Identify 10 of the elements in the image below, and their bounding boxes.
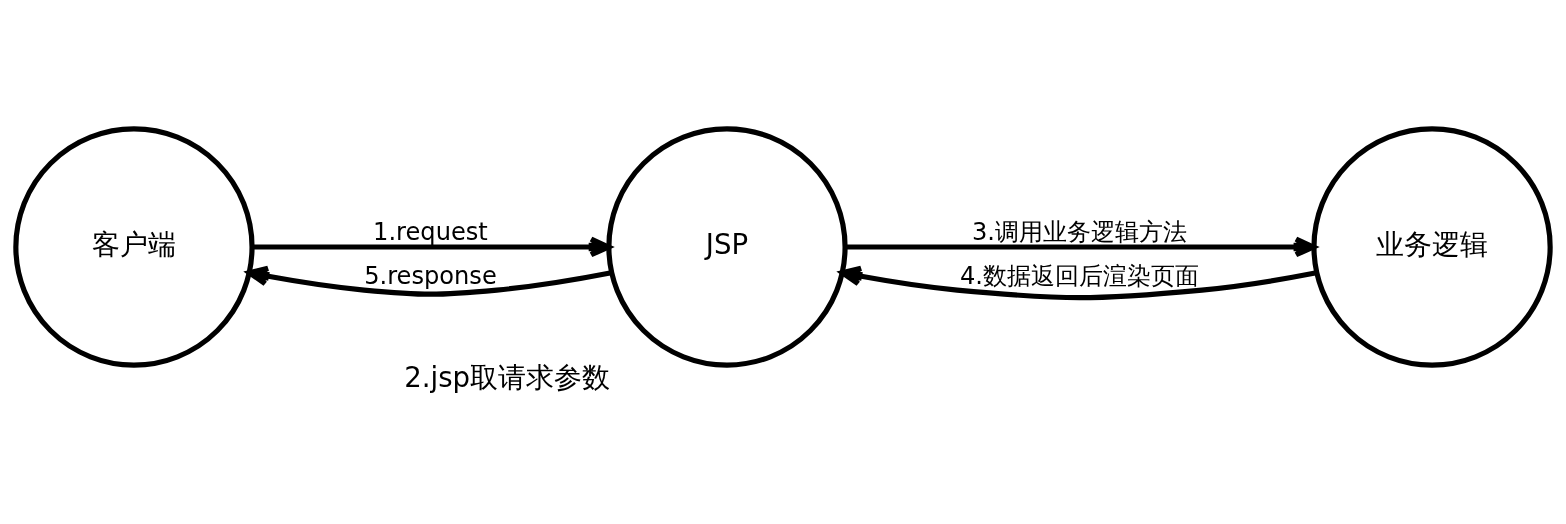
node-circle: 业务逻辑 (1311, 125, 1553, 368)
node-circle: JSP (606, 125, 848, 368)
node-circle: 客户端 (13, 125, 255, 368)
arrow (246, 265, 612, 297)
arrow (252, 236, 612, 257)
edge-label: 4.数据返回后渲染页面 (960, 261, 1200, 290)
edge-label: 1.request (373, 217, 488, 246)
edge-label: 5.response (364, 261, 497, 290)
arrow (839, 265, 1317, 300)
edge-label: 3.调用业务逻辑方法 (972, 217, 1188, 246)
